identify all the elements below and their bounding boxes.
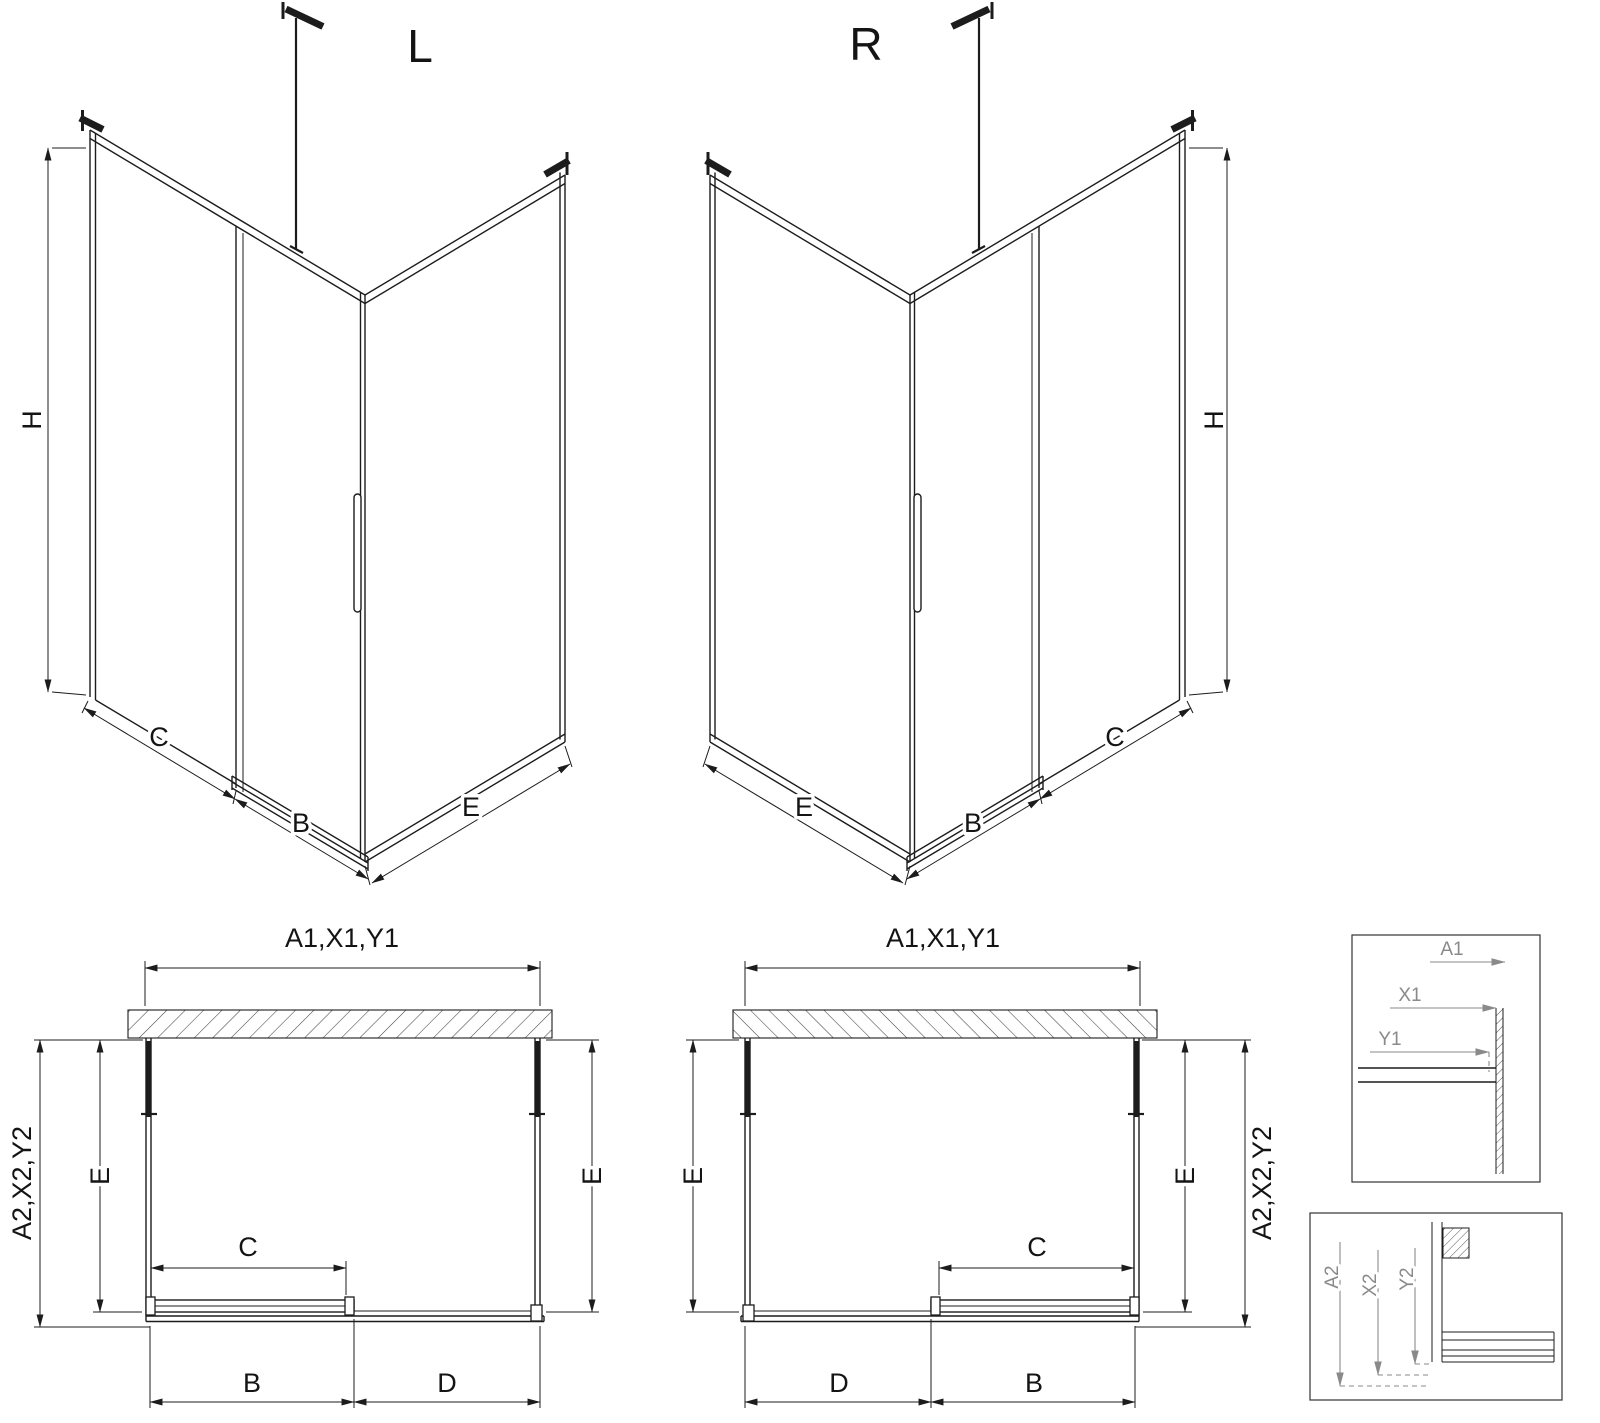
dim-label-e-right: E: [795, 792, 813, 822]
iso-view-left: [48, 2, 572, 885]
plan-right-d: D: [829, 1368, 849, 1398]
detail-x2-label: X2: [1360, 1273, 1381, 1296]
detail-a1-label: A1: [1440, 939, 1463, 960]
plan-view-left: [34, 961, 599, 1408]
dim-label-h-right: H: [1199, 410, 1229, 430]
dim-label-b-right: B: [964, 808, 982, 838]
detail-a2-label: A2: [1322, 1265, 1343, 1288]
detail-view-bottom: [1309, 1212, 1563, 1401]
plan-left-e-left: E: [85, 1167, 115, 1185]
plan-right-side-dim: A2,X2,Y2: [1247, 1126, 1277, 1240]
plan-right-b: B: [1025, 1368, 1043, 1398]
dim-label-c-left: C: [149, 722, 169, 752]
plan-left-side-dim: A2,X2,Y2: [7, 1126, 37, 1240]
detail-y2-label: Y2: [1397, 1267, 1418, 1290]
variant-label-left: L: [407, 20, 433, 72]
plan-left-d: D: [437, 1368, 457, 1398]
plan-right-e-right: E: [1170, 1167, 1200, 1185]
detail-x1-label: X1: [1398, 985, 1421, 1006]
dim-label-e-left: E: [462, 792, 480, 822]
plan-right-e-left: E: [678, 1167, 708, 1185]
detail-y1-label: Y1: [1378, 1029, 1401, 1050]
detail-view-top: [1351, 934, 1541, 1183]
detail-bottom-frame: [1309, 1212, 1563, 1401]
plan-view-right: [686, 961, 1251, 1408]
dim-label-b-left: B: [292, 808, 310, 838]
detail-top-frame: [1351, 934, 1541, 1183]
plan-right-c: C: [1027, 1232, 1047, 1262]
plan-left-top-dim: A1,X1,Y1: [285, 923, 399, 953]
plan-left-c: C: [238, 1232, 258, 1262]
plan-right-top-dim: A1,X1,Y1: [886, 923, 1000, 953]
dim-label-c-right: C: [1105, 722, 1125, 752]
dim-label-h-left: H: [17, 410, 47, 430]
plan-left-e-right: E: [577, 1167, 607, 1185]
plan-left-b: B: [243, 1368, 261, 1398]
variant-label-right: R: [849, 18, 882, 70]
iso-view-right: [703, 2, 1227, 885]
